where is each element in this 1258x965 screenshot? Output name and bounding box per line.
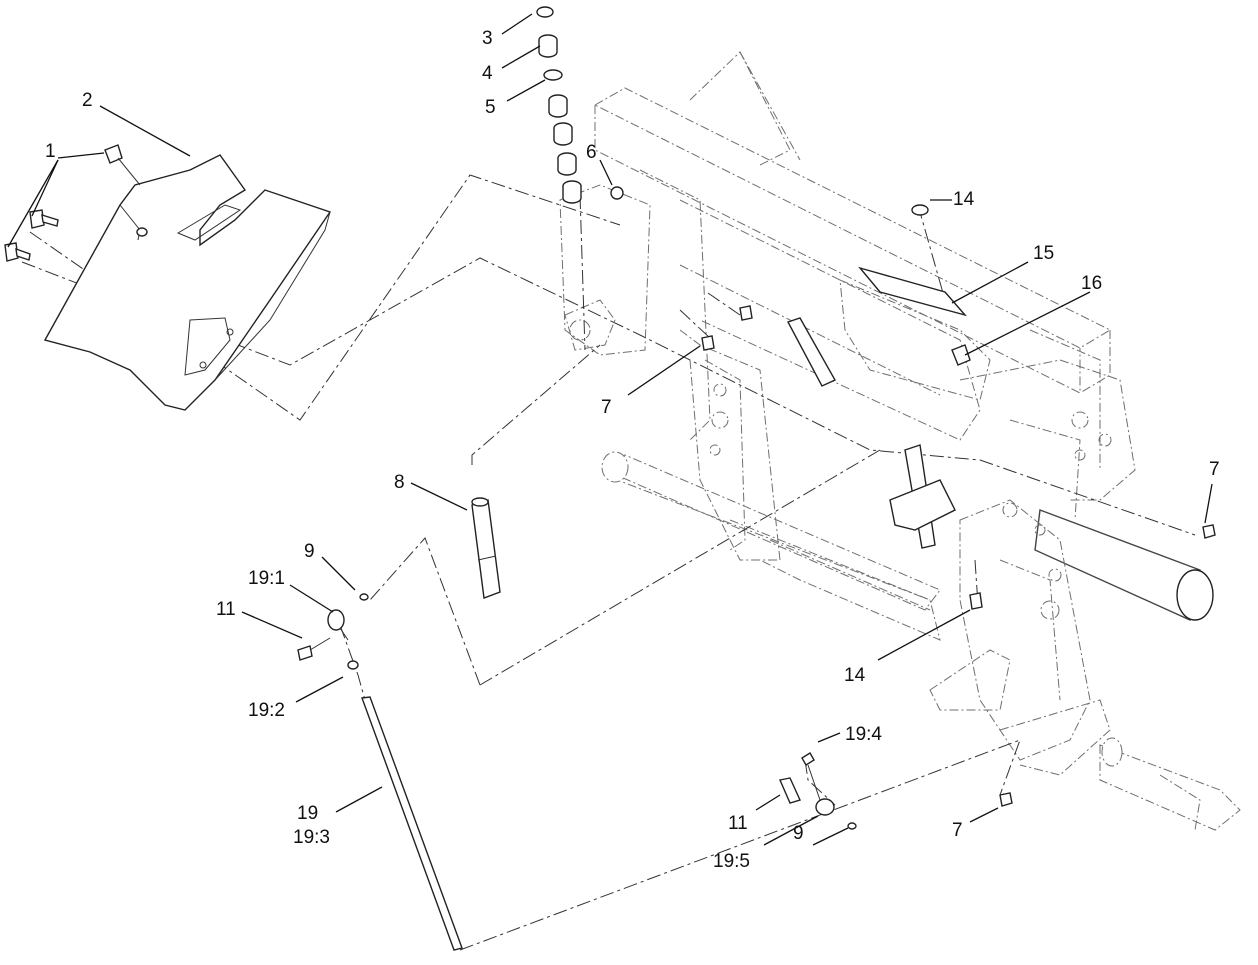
assembly-centerlines <box>21 174 1196 951</box>
callout-19-3: 19:3 <box>293 827 330 848</box>
callout-14b: 14 <box>844 665 866 686</box>
callout-19-5: 19:5 <box>713 851 750 872</box>
callout-2: 2 <box>82 90 93 111</box>
pin-part-8 <box>471 497 501 599</box>
callout-labels: 1 2 3 4 5 6 7 7 7 8 9 9 11 11 14 14 15 1… <box>45 28 1220 872</box>
callout-9a: 9 <box>304 541 315 562</box>
callout-8: 8 <box>394 472 405 493</box>
callout-11a: 11 <box>216 599 236 620</box>
frame-assembly-ghost <box>559 51 1241 831</box>
callout-7b: 7 <box>1209 459 1220 480</box>
callout-16: 16 <box>1081 273 1102 294</box>
callout-19-2: 19:2 <box>248 700 285 721</box>
callout-7c: 7 <box>952 820 963 841</box>
callout-19-1: 19:1 <box>248 568 285 589</box>
callout-14a: 14 <box>953 189 975 210</box>
callout-11b: 11 <box>728 813 748 834</box>
callout-6: 6 <box>586 142 597 163</box>
leader-lines <box>7 13 1213 846</box>
callout-5: 5 <box>485 97 496 118</box>
callout-15: 15 <box>1033 243 1054 264</box>
rod-assembly-part-19 <box>297 524 1216 951</box>
guard-shield-part-2 <box>43 154 332 411</box>
callout-3: 3 <box>482 28 493 49</box>
callout-4: 4 <box>482 63 493 84</box>
callout-7a: 7 <box>601 397 612 418</box>
callout-1: 1 <box>45 141 56 162</box>
spacer-stack-parts-3-5 <box>536 6 624 204</box>
callout-19: 19 <box>297 803 318 824</box>
callout-9b: 9 <box>793 823 804 844</box>
frame-hardware <box>701 204 983 610</box>
bolt-parts-1 <box>4 144 141 262</box>
callout-19-4: 19:4 <box>845 724 882 745</box>
